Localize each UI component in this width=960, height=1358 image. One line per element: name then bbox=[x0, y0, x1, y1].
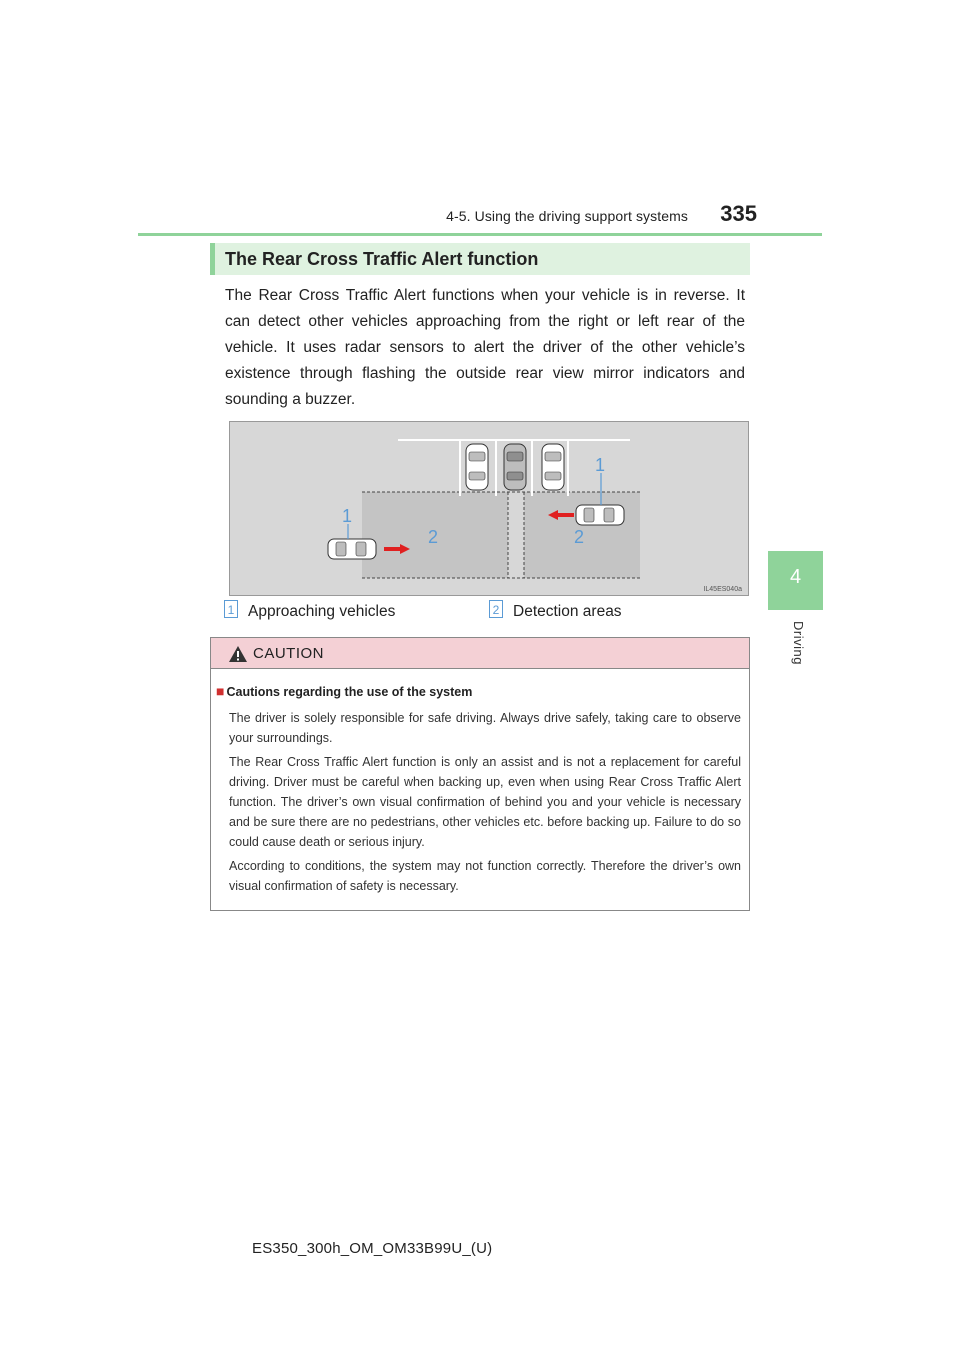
detection-area-left bbox=[362, 492, 508, 578]
caution-paragraph-3: According to conditions, the system may … bbox=[229, 859, 741, 893]
section-heading: The Rear Cross Traffic Alert function bbox=[210, 243, 750, 275]
callout-lines bbox=[347, 473, 602, 539]
parking-space-lines bbox=[398, 439, 630, 496]
legend-item-approaching-vehicles: 1 Approaching vehicles bbox=[224, 600, 395, 622]
arrow-left-icon bbox=[548, 510, 574, 520]
detection-area-borders bbox=[362, 491, 640, 579]
page-number: 335 bbox=[720, 201, 757, 226]
caution-paragraph-2: The Rear Cross Traffic Alert function is… bbox=[229, 755, 741, 849]
parked-car-2 bbox=[503, 443, 527, 491]
header-rule bbox=[138, 233, 822, 236]
chapter-number: 4 bbox=[789, 566, 802, 588]
chapter-tab bbox=[768, 551, 823, 610]
legend-text: Detection areas bbox=[513, 603, 622, 620]
callout-1-right: 1 bbox=[595, 455, 605, 475]
header-section-path: 4-5. Using the driving support systems bbox=[446, 208, 688, 224]
rear-cross-traffic-figure: 1 1 2 2 IL45ES040a bbox=[229, 421, 749, 596]
legend-text: Approaching vehicles bbox=[248, 603, 396, 620]
caution-box: CAUTION ■Cautions regarding the use of t… bbox=[210, 637, 750, 911]
callout-1-left: 1 bbox=[342, 506, 352, 526]
legend-number: 2 bbox=[489, 600, 503, 618]
caution-paragraph-1: The driver is solely responsible for saf… bbox=[229, 711, 741, 745]
approaching-vehicle-right bbox=[575, 504, 625, 526]
legend-number: 1 bbox=[224, 600, 238, 618]
section-heading-text: The Rear Cross Traffic Alert function bbox=[225, 249, 539, 269]
caution-header: CAUTION bbox=[211, 638, 749, 669]
warning-triangle-icon bbox=[229, 646, 247, 662]
figure-code: IL45ES040a bbox=[703, 586, 742, 593]
parked-car-3 bbox=[541, 443, 565, 491]
caution-subheading: ■Cautions regarding the use of the syste… bbox=[216, 683, 472, 699]
caution-title: CAUTION bbox=[253, 645, 324, 662]
arrow-right-icon bbox=[384, 544, 410, 554]
section-body-text: The Rear Cross Traffic Alert functions w… bbox=[225, 287, 745, 408]
parked-car-1 bbox=[465, 443, 489, 491]
callout-2-right: 2 bbox=[574, 527, 584, 547]
approaching-vehicle-left bbox=[327, 538, 377, 560]
parking-diagram: 1 1 2 2 bbox=[327, 439, 640, 579]
footer-document-code: ES350_300h_OM_OM33B99U_(U) bbox=[252, 1240, 493, 1257]
legend-item-detection-areas: 2 Detection areas bbox=[489, 600, 622, 622]
caution-subheading-text: Cautions regarding the use of the system bbox=[226, 685, 473, 699]
callout-2-left: 2 bbox=[428, 527, 438, 547]
chapter-label: Driving bbox=[791, 621, 806, 665]
bullet-square-icon: ■ bbox=[216, 683, 225, 699]
